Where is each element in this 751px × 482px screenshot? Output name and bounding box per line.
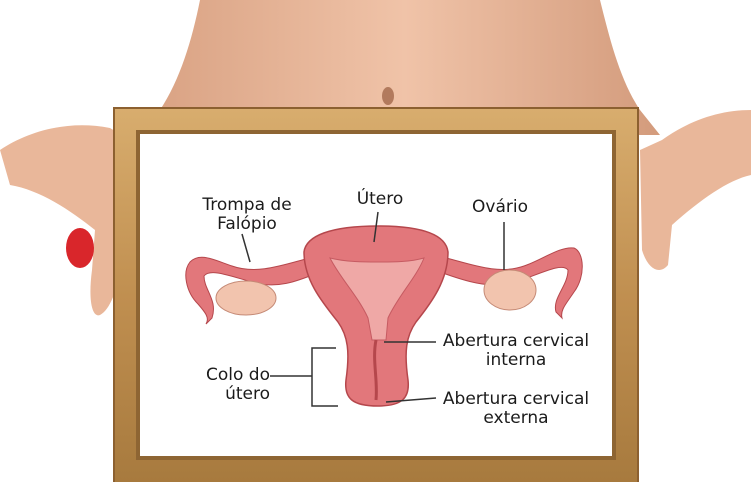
label-abertura-interna-line2: interna — [436, 351, 596, 370]
label-trompa-line1: Trompa de — [192, 196, 302, 215]
label-colo-line2: útero — [190, 385, 270, 404]
left-hand-icon — [0, 125, 130, 315]
cervical-canal — [375, 340, 377, 400]
navel-icon — [382, 87, 394, 105]
label-utero: Útero — [340, 190, 420, 209]
label-colo-do-utero: Colo do útero — [190, 366, 270, 404]
label-ovario: Ovário — [460, 198, 540, 217]
label-abertura-interna-line1: Abertura cervical — [436, 332, 596, 351]
right-ovary — [484, 270, 536, 310]
label-abertura-cervical-externa: Abertura cervical externa — [436, 390, 596, 428]
label-abertura-cervical-interna: Abertura cervical interna — [436, 332, 596, 370]
bracelet-icon — [66, 228, 94, 268]
label-trompa-line2: Falópio — [192, 215, 302, 234]
label-colo-line1: Colo do — [190, 366, 270, 385]
label-trompa-de-falopio: Trompa de Falópio — [192, 196, 302, 234]
left-ovary — [216, 281, 276, 315]
label-abertura-externa-line2: externa — [436, 409, 596, 428]
label-abertura-externa-line1: Abertura cervical — [436, 390, 596, 409]
